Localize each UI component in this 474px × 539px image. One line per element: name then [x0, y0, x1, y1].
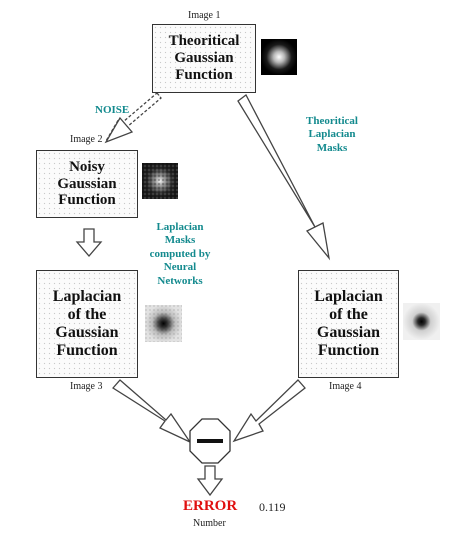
- laplacian-left-label: Laplacian of the Gaussian Function: [52, 288, 122, 359]
- thumb2-icon: [142, 163, 178, 199]
- image3-caption: Image 3: [70, 381, 103, 392]
- error-subtitle: Number: [193, 518, 226, 529]
- noisy-gaussian-box: Noisy Gaussian Function: [36, 150, 138, 218]
- noise-label: NOISE: [95, 104, 130, 116]
- minus-bar: [197, 439, 223, 443]
- theoretical-gaussian-box: Theoritical Gaussian Function: [152, 24, 256, 93]
- theoretical-masks-label: Theoritical Laplacian Masks: [306, 115, 358, 154]
- noisy-gaussian-label: Noisy Gaussian Function: [57, 158, 117, 209]
- error-value: 0.119: [259, 500, 286, 514]
- laplacian-left-box: Laplacian of the Gaussian Function: [36, 270, 138, 378]
- theoretical-gaussian-label: Theoritical Gaussian Function: [168, 33, 240, 83]
- thumb1-icon: [261, 39, 297, 75]
- image4-caption: Image 4: [329, 381, 362, 392]
- arrow-theoretical-masks: [237, 94, 331, 261]
- arrow-image2-to-image3: [75, 228, 103, 257]
- thumb3-icon: [145, 305, 182, 342]
- arrow-image4-to-error: [232, 379, 306, 443]
- nn-masks-label: Laplacian Masks computed by Neural Netwo…: [149, 221, 211, 287]
- error-title: ERROR: [183, 498, 238, 514]
- arrow-to-error: [196, 465, 224, 497]
- laplacian-right-box: Laplacian of the Gaussian Function: [298, 270, 399, 378]
- image2-caption: Image 2: [70, 134, 103, 145]
- arrow-image3-to-error: [112, 379, 192, 444]
- thumb4-icon: [403, 303, 440, 340]
- image1-caption: Image 1: [188, 10, 221, 21]
- arrow-noise-head: [104, 116, 134, 144]
- laplacian-right-label: Laplacian of the Gaussian Function: [314, 288, 383, 359]
